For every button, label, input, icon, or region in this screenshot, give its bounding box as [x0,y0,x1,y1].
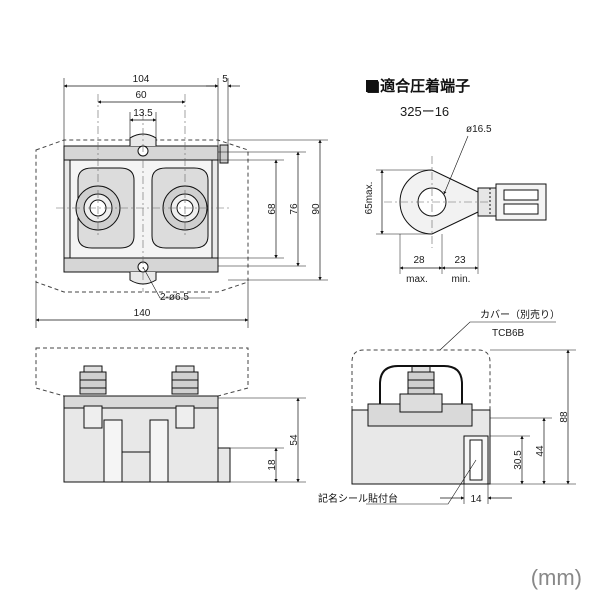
terminal-length-a-note: max. [406,274,428,285]
dim-76: 76 [289,203,300,215]
terminal-height-max: 65max. [364,182,375,215]
dim-140: 140 [134,308,151,319]
seal-label: 記名シール貼付台 [318,492,398,505]
side-view [351,321,576,505]
crimp-terminal [376,135,547,274]
dim-5: 5 [222,74,228,85]
dim-14: 14 [470,494,482,505]
terminal-title: ■適合圧着端子 [366,77,470,95]
unit-label: (mm) [531,565,582,590]
dim-68: 68 [267,203,278,215]
cover-label: カバー（別売り） [480,308,560,321]
mounting-hole-label: 2-ø6.5 [160,292,189,303]
dim-18: 18 [267,459,278,471]
dim-88: 88 [559,411,570,423]
terminal-model: 325ー16 [400,104,449,119]
top-view [35,78,328,328]
front-view [35,347,306,483]
terminal-length-b-note: min. [452,274,471,285]
dim-54: 54 [289,434,300,446]
dim-13-5: 13.5 [133,108,153,119]
terminal-length-a: 28 [413,255,425,266]
terminal-length-b: 23 [454,255,466,266]
dim-30-5: 30.5 [513,450,524,470]
dim-104: 104 [133,74,150,85]
dim-60: 60 [135,90,147,101]
dim-44: 44 [535,445,546,457]
terminal-diameter: ø16.5 [466,124,492,135]
cover-model: TCB6B [492,328,525,339]
title-square-icon [366,80,378,92]
dim-90: 90 [311,203,322,215]
